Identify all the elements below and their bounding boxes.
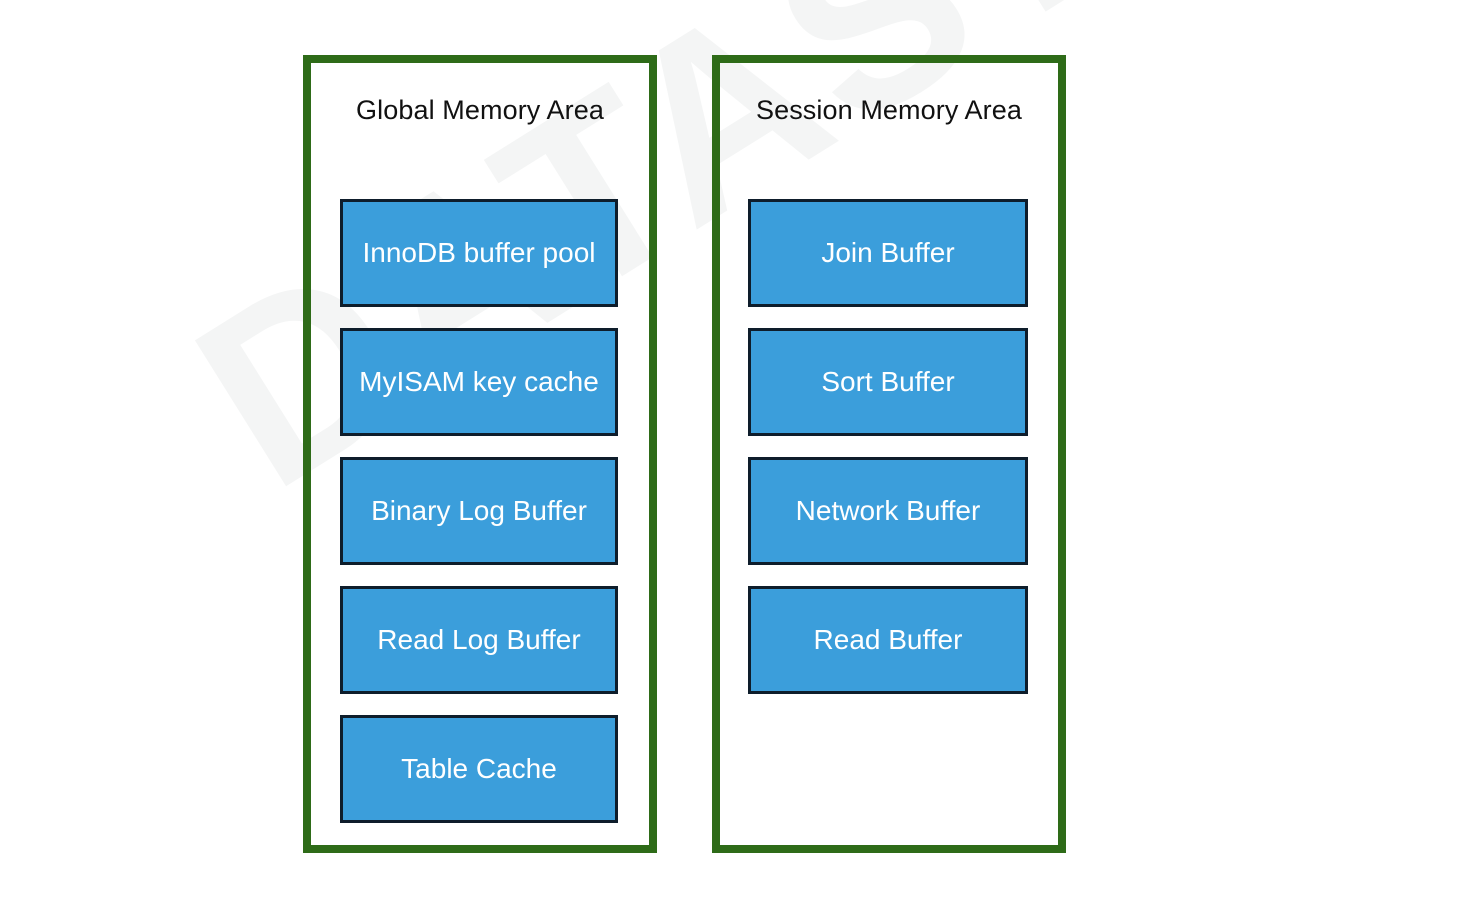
memory-block-binary-log-buffer[interactable]: Binary Log Buffer xyxy=(340,457,618,565)
panel-title-session-memory-area: Session Memory Area xyxy=(755,95,1022,125)
memory-block-myisam-key-cache[interactable]: MyISAM key cache xyxy=(340,328,618,436)
memory-block-join-buffer[interactable]: Join Buffer xyxy=(748,199,1028,307)
memory-block-read-buffer[interactable]: Read Buffer xyxy=(748,586,1028,694)
panel-session-memory-area: Session Memory Area Join Buffer Sort Buf… xyxy=(712,55,1066,853)
memory-block-read-log-buffer[interactable]: Read Log Buffer xyxy=(340,586,618,694)
panel-title-global-memory-area: Global Memory Area xyxy=(356,95,604,125)
panel-global-memory-area: Global Memory Area InnoDB buffer pool My… xyxy=(303,55,657,853)
memory-block-sort-buffer[interactable]: Sort Buffer xyxy=(748,328,1028,436)
memory-block-table-cache[interactable]: Table Cache xyxy=(340,715,618,823)
memory-block-innodb-buffer-pool[interactable]: InnoDB buffer pool xyxy=(340,199,618,307)
block-stack-global: InnoDB buffer pool MyISAM key cache Bina… xyxy=(311,63,649,845)
memory-block-network-buffer[interactable]: Network Buffer xyxy=(748,457,1028,565)
block-stack-session: Join Buffer Sort Buffer Network Buffer R… xyxy=(720,63,1058,845)
